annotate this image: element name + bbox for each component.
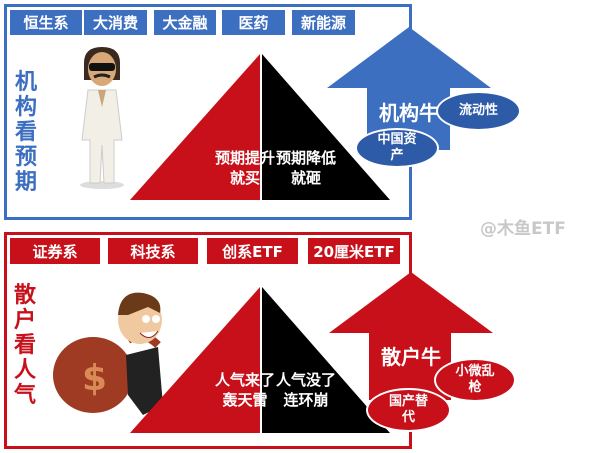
side-char: 人 bbox=[13, 358, 36, 383]
tab-securities: 证券系 bbox=[10, 238, 100, 264]
hype-down-text: 人气没了连环崩 bbox=[276, 371, 337, 409]
side-char: 期 bbox=[14, 170, 37, 195]
sell-triangle bbox=[262, 54, 390, 200]
domestic-substitution-bubble: 国产替代 bbox=[366, 388, 451, 432]
side-char: 气 bbox=[13, 383, 36, 408]
tab-tech: 科技系 bbox=[108, 238, 198, 264]
hype-up-text: 人气来了轰天雷 bbox=[215, 371, 276, 409]
buy-rule-text: 预期提升就买 bbox=[215, 149, 276, 187]
china-assets-bubble: 中国资产 bbox=[355, 128, 439, 168]
side-char: 机 bbox=[14, 70, 37, 95]
side-char: 预 bbox=[14, 145, 37, 170]
tab-finance: 大金融 bbox=[154, 10, 216, 35]
tab-20cm-etf: 20厘米ETF bbox=[308, 238, 400, 264]
retail-bull-label: 散户牛 bbox=[381, 345, 441, 369]
hype-down-triangle bbox=[262, 287, 390, 433]
sell-rule-text: 预期降低就砸 bbox=[276, 149, 337, 187]
watermark: @木鱼ETF bbox=[480, 219, 566, 239]
side-char: 看 bbox=[13, 333, 36, 358]
institution-bull-label: 机构牛 bbox=[379, 101, 439, 125]
tab-new-energy: 新能源 bbox=[292, 10, 355, 35]
buy-triangle bbox=[130, 54, 260, 200]
side-char: 看 bbox=[14, 120, 37, 145]
tab-hang-seng: 恒生系 bbox=[10, 10, 82, 35]
small-micro-bubble: 小微乱枪 bbox=[434, 358, 516, 402]
tab-pharma: 医药 bbox=[222, 10, 285, 35]
liquidity-bubble: 流动性 bbox=[436, 91, 521, 131]
side-char: 散 bbox=[13, 283, 36, 308]
side-char: 构 bbox=[14, 95, 37, 120]
tab-chinext-etf: 创系ETF bbox=[207, 238, 298, 264]
hype-up-triangle bbox=[130, 287, 260, 433]
institution-man-illustration bbox=[80, 47, 124, 189]
svg-text:$: $ bbox=[82, 358, 107, 399]
institution-side-title: 机 构 看 预 期 bbox=[13, 70, 39, 195]
side-char: 户 bbox=[13, 308, 36, 333]
tab-consumer: 大消费 bbox=[84, 10, 147, 35]
retail-man-with-money-bag-illustration: $ bbox=[53, 292, 163, 415]
retail-side-title: 散 户 看 人 气 bbox=[12, 283, 38, 408]
retail-triangles bbox=[130, 287, 390, 433]
institution-triangles bbox=[130, 54, 390, 200]
retail-bull-arrow bbox=[329, 272, 493, 400]
